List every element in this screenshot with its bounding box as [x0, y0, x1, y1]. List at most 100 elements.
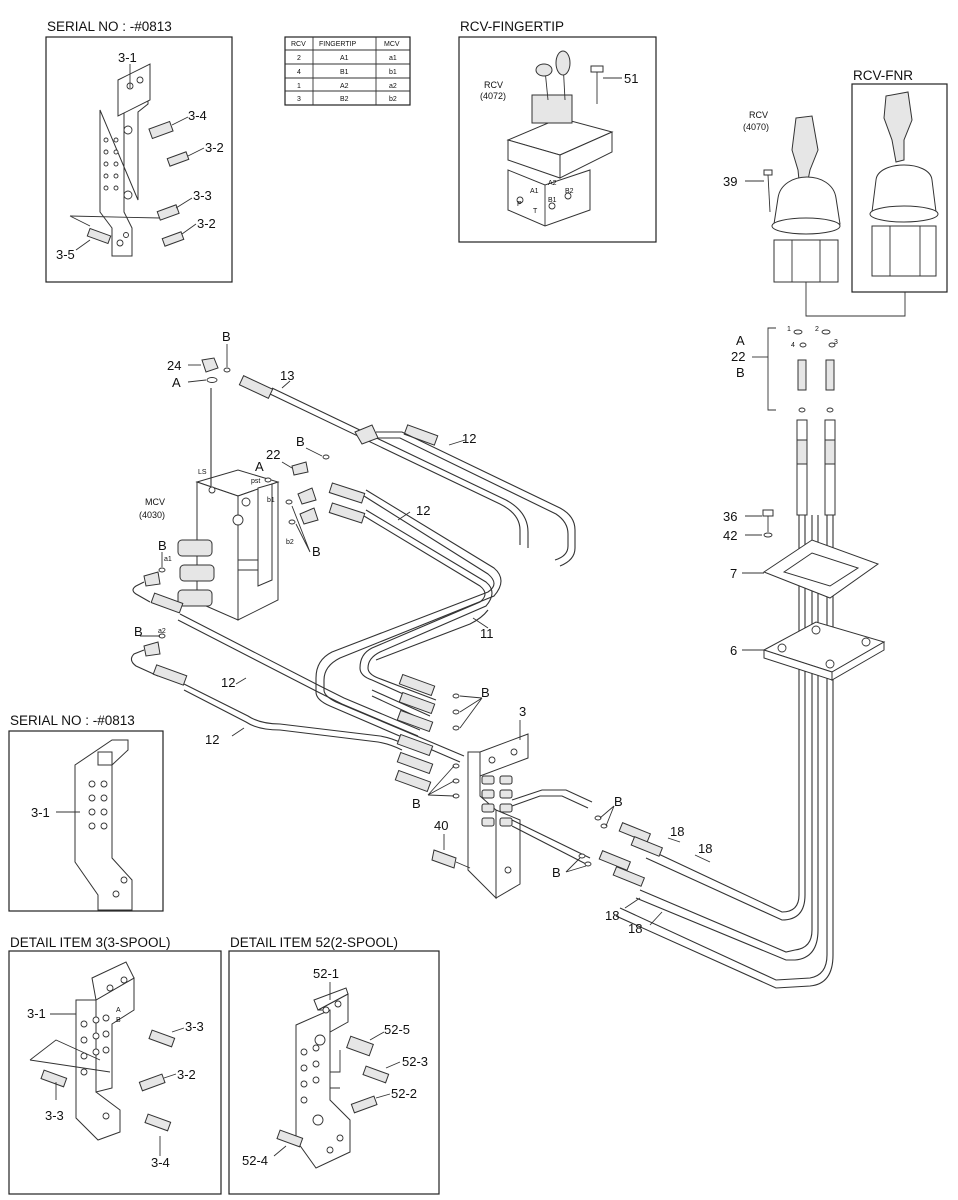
rcv-code: (4070): [743, 122, 769, 132]
table-header-fingertip: FINGERTIP: [319, 41, 357, 48]
fingertip-valve: [506, 50, 614, 227]
label-18a: 18: [670, 824, 684, 839]
label-52-4: 52-4: [242, 1153, 268, 1168]
port-b1: B1: [548, 197, 557, 204]
label-42: 42: [723, 528, 737, 543]
marker-b-22: B: [296, 434, 305, 449]
mcv-name: MCV: [145, 497, 165, 507]
table-cell: A2: [340, 83, 349, 90]
label-3-1-top: 3-1: [118, 50, 137, 65]
bracket-3-fittings: B B: [394, 673, 490, 811]
label-3-4-top: 3-4: [188, 108, 207, 123]
label-24: 24: [167, 358, 181, 373]
bracket-3: 3: [467, 704, 529, 900]
label-52-2: 52-2: [391, 1086, 417, 1101]
label-3-1-detail: 3-1: [27, 1006, 46, 1021]
detail3-port-b: B: [116, 1017, 121, 1024]
marker-b-rcv: B: [736, 365, 745, 380]
mcv-port-a1: a1: [164, 556, 172, 563]
mcv-port-b2: b2: [286, 539, 294, 546]
table-cell: a2: [389, 83, 397, 90]
mcv-port-b1: b1: [267, 497, 275, 504]
inset-detail-3: DETAIL ITEM 3(3-SPOOL) A B 3-1 3-3 3-2 3…: [8, 935, 222, 1195]
fitting-3-2a-top: [166, 151, 190, 167]
inset-fnr-frame: [851, 83, 948, 293]
detail3-port-a: A: [116, 1007, 121, 1014]
bracket-flange-top: [117, 63, 151, 117]
label-39: 39: [723, 174, 737, 189]
rcv-port-4: 4: [791, 342, 795, 349]
label-40: 40: [434, 818, 448, 833]
table-cell: 1: [297, 83, 301, 90]
plate-6: 6: [730, 621, 886, 681]
label-3-4-detail: 3-4: [151, 1155, 170, 1170]
label-18d: 18: [628, 921, 642, 936]
marker-a-ls: A: [172, 375, 181, 390]
table-cell: b2: [389, 96, 397, 103]
inset-detail-3-title: DETAIL ITEM 3(3-SPOOL): [10, 935, 171, 950]
fnr-joystick: [869, 91, 939, 277]
mcv-port-pst: pst: [251, 478, 260, 485]
label-52-5: 52-5: [384, 1022, 410, 1037]
table-cell: A1: [340, 55, 349, 62]
label-18b: 18: [698, 841, 712, 856]
table-cell: a1: [389, 55, 397, 62]
pipe-12-a1: B: [132, 538, 184, 614]
port-table: RCV FINGERTIP MCV 2 A1 a1 4 B1 b1 1 A2 a…: [284, 36, 411, 106]
bolt-40: 40: [431, 818, 471, 869]
fingertip-rcv-code: (4072): [480, 91, 506, 101]
mcv-port-ls: LS: [198, 469, 207, 476]
bolt-36-washer-42: 36 42: [723, 509, 774, 543]
marker-b-lower-cluster: B: [412, 796, 421, 811]
marker-a-pst: A: [255, 459, 264, 474]
label-12-a2: 12: [205, 732, 219, 747]
pipe-12-a2: B 12 12: [130, 613, 421, 751]
label-7: 7: [730, 566, 737, 581]
label-36: 36: [723, 509, 737, 524]
inset-detail-52-frame: [228, 950, 440, 1195]
inset-fingertip: RCV-FINGERTIP 51 RCV (4072) A2 B2 A1 B1 …: [458, 19, 657, 243]
bracket-holes-top: [103, 125, 133, 200]
label-52-3: 52-3: [402, 1054, 428, 1069]
inset-serial-top-title: SERIAL NO : -#0813: [47, 19, 172, 34]
label-18c: 18: [605, 908, 619, 923]
table-cell: 3: [297, 96, 301, 103]
fitting-3-2b-top: [161, 231, 185, 247]
inset-fingertip-frame: [458, 36, 657, 243]
oring-group-22-rcv: A 22 B 1 2 4 3: [731, 326, 838, 413]
mcv-code: (4030): [139, 510, 165, 520]
mcv-valve: MCV (4030) LS pst b1 b2 a1 a2: [139, 469, 294, 635]
bracket-to-18-lines: B B: [511, 789, 623, 880]
hose-run-18-lower: 18 18 18 18: [598, 680, 834, 989]
marker-b-right-lower: B: [552, 865, 561, 880]
marker-b-24: B: [222, 329, 231, 344]
table-cell: B1: [340, 69, 349, 76]
inset-fingertip-title: RCV-FINGERTIP: [460, 19, 564, 34]
label-11: 11: [480, 626, 494, 641]
marker-a-rcv: A: [736, 333, 745, 348]
table-header-mcv: MCV: [384, 41, 400, 48]
pipe-bundle-11: B 11 12: [285, 482, 502, 763]
label-3-1-left: 3-1: [31, 805, 50, 820]
table-cell: B2: [340, 96, 349, 103]
inset-serial-top-frame: [45, 36, 233, 283]
rcv-port-1: 1: [787, 326, 791, 333]
fitting-3-4-top: [148, 120, 174, 140]
label-22-mcv: 22: [266, 447, 280, 462]
label-12-upper: 12: [462, 431, 476, 446]
label-22-rcv: 22: [731, 349, 745, 364]
inset-serial-left-title: SERIAL NO : -#0813: [10, 713, 135, 728]
label-3-2a-top: 3-2: [205, 140, 224, 155]
port-b2: B2: [565, 188, 574, 195]
bracket-3-1-top: [99, 83, 149, 257]
label-3: 3: [519, 704, 526, 719]
table-header-rcv: RCV: [291, 41, 306, 48]
inset-fnr-title: RCV-FNR: [853, 68, 913, 83]
marker-b-upper-cluster: B: [481, 685, 490, 700]
rcv-fnr-link: [805, 282, 906, 317]
inset-serial-left: SERIAL NO : -#0813 3-1: [8, 713, 164, 912]
table-cell: 2: [297, 55, 301, 62]
rcv-port-2: 2: [815, 326, 819, 333]
port-t: T: [533, 208, 538, 215]
